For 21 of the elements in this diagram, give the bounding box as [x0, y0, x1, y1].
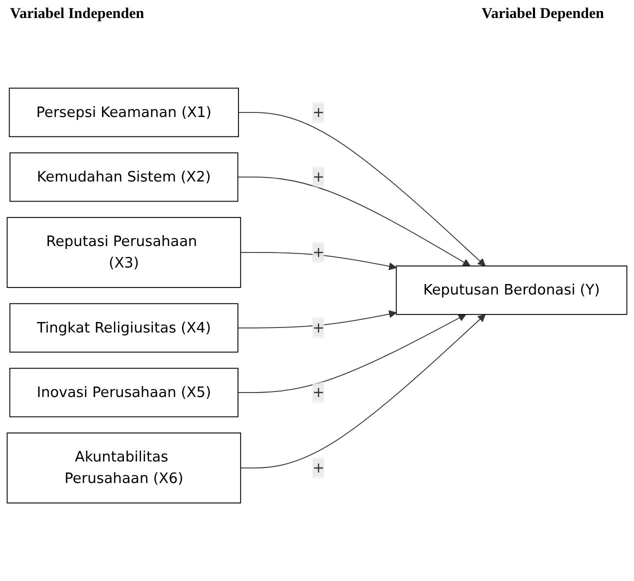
- column-heading: Variabel Independen: [10, 6, 144, 23]
- edge-label: +: [312, 243, 324, 260]
- column-heading: Variabel Dependen: [482, 6, 604, 23]
- arrow: [240, 252, 397, 270]
- arrow: [237, 310, 397, 328]
- edge-label: +: [312, 168, 324, 186]
- arrow: [240, 314, 486, 468]
- edge-label: +: [312, 318, 324, 336]
- edge-label: +: [312, 103, 324, 120]
- node-box: Akuntabilitas Perusahaan (X6): [6, 432, 242, 504]
- node-box: Inovasi Perusahaan (X5): [9, 368, 238, 418]
- node-box: Keputusan Berdonasi (Y): [396, 265, 628, 315]
- node-box: Persepsi Keamanan (X1): [8, 88, 239, 138]
- arrow: [237, 176, 471, 266]
- node-box: Reputasi Perusahaan (X3): [6, 216, 242, 288]
- node-box: Tingkat Religiusitas (X4): [9, 303, 238, 352]
- edge-label: +: [312, 458, 324, 476]
- node-box: Kemudahan Sistem (X2): [10, 152, 238, 202]
- arrow: [238, 314, 466, 393]
- edge-label: +: [312, 383, 324, 401]
- arrow: [238, 112, 486, 266]
